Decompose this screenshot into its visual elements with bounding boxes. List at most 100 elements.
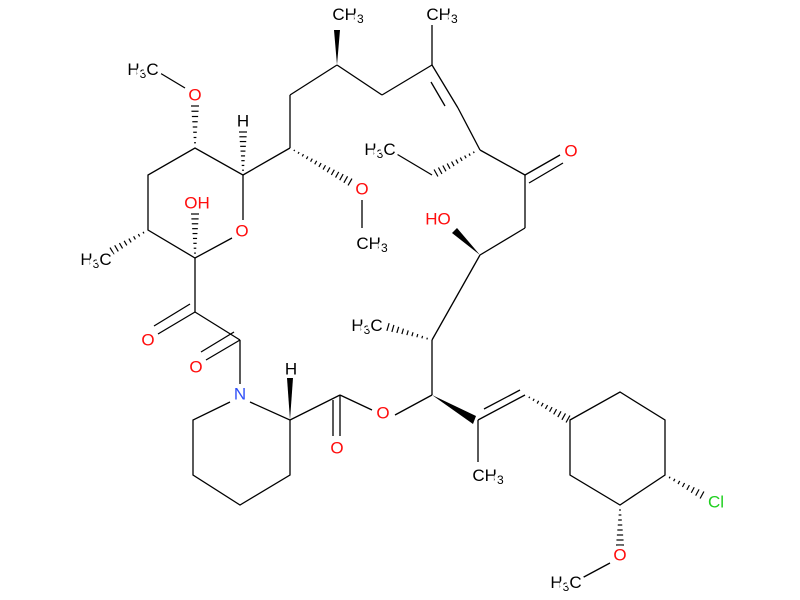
bond [479,149,526,176]
hash-stroke [673,478,676,482]
hash-stroke [681,482,686,488]
atom-label-oxygen: O [141,331,154,350]
atom-label-oxygen: O [613,546,626,565]
bond [479,227,526,256]
hash-stroke [553,408,558,415]
hash-stroke [695,489,700,496]
atom-label-methyl: H3C [80,250,111,272]
atom-label-oxygen: O [376,404,389,423]
hash-stroke [314,160,318,165]
atom-label-oxygen: O [189,358,202,377]
hash-stroke [686,484,690,491]
double-bond [524,154,561,176]
bond [159,72,186,89]
hash-stroke [297,151,300,155]
hash-stroke [459,157,463,162]
bond [336,64,383,96]
hash-stroke [455,159,459,164]
hashed-bonds [109,105,705,546]
double-bond-inner [483,389,521,410]
hash-stroke [347,178,353,186]
atom-label-hydroxyl: HO [425,210,451,229]
atom-label-methyl: CH3 [426,5,458,27]
hash-stroke [536,400,540,404]
atom-label-hydrogen: H [237,112,249,131]
bond [194,311,241,341]
hash-stroke [421,335,424,339]
hashed-bond [109,231,145,255]
bond [457,107,481,151]
bond [394,152,433,176]
atom-label-methyl: H3C [351,316,382,338]
hash-stroke [690,486,695,494]
wedge-bond [334,30,340,65]
wedge-bond [287,378,293,420]
hash-stroke [451,161,455,167]
bond [242,147,291,176]
hash-stroke [137,233,141,237]
hash-stroke [528,396,531,399]
atom-label-oxygen: O [564,142,577,161]
hash-stroke [544,404,549,410]
double-bond [157,311,196,335]
bond [581,562,611,579]
hash-stroke [391,324,395,333]
hash-stroke [118,242,124,249]
atom-label-methyl: H3C [127,60,158,82]
bond [394,394,433,416]
hash-stroke [339,173,344,181]
bond [289,64,338,96]
bonds [147,25,666,579]
hash-stroke [561,413,567,421]
hash-stroke [565,415,571,423]
atom-label-oxygen: O [235,222,248,241]
atom-label-oxygen: O [330,439,343,458]
atom-label-oxygen: O [355,180,368,199]
hashed-bond [386,322,428,340]
hash-stroke [326,167,331,173]
hash-stroke [305,156,309,160]
hash-stroke [699,491,705,499]
atom-label-hydroxyl: OH [184,194,210,213]
hashed-bond [191,213,199,254]
hash-stroke [433,169,439,177]
hash-stroke [142,231,145,234]
double-bond-inner [528,162,564,184]
hash-stroke [293,149,296,152]
hash-stroke [318,162,322,168]
hash-stroke [446,163,451,169]
hash-stroke [406,330,409,336]
hash-stroke [401,328,405,335]
bond [431,254,481,341]
hash-stroke [426,337,428,340]
bond [289,394,341,421]
hash-stroke [310,158,313,162]
bond [381,64,433,96]
hash-stroke [668,476,671,479]
atom-label-methyl: CH3 [472,466,504,488]
hash-stroke [128,238,132,243]
hashed-bond [668,476,705,499]
hash-stroke [442,165,447,172]
hash-stroke [416,333,419,338]
hash-stroke [540,402,544,407]
hashed-bond [433,151,475,177]
hash-stroke [396,326,400,334]
double-bond [431,64,459,109]
hash-stroke [549,406,553,412]
hash-stroke [343,176,349,184]
hashed-bond [191,105,199,144]
hash-stroke [133,236,136,240]
atom-label-methyl: H3C [550,573,581,595]
double-bond [205,339,241,361]
hashed-bond [293,149,353,186]
hash-stroke [464,155,467,159]
cyclohexane-ring [569,391,666,506]
hash-stroke [123,240,128,246]
hash-stroke [330,169,335,176]
wedge-bond [452,228,480,255]
wedge-bond [432,395,476,424]
atom-label-methyl: CH3 [332,5,364,27]
hash-stroke [109,247,115,255]
hashed-bond [239,131,247,171]
